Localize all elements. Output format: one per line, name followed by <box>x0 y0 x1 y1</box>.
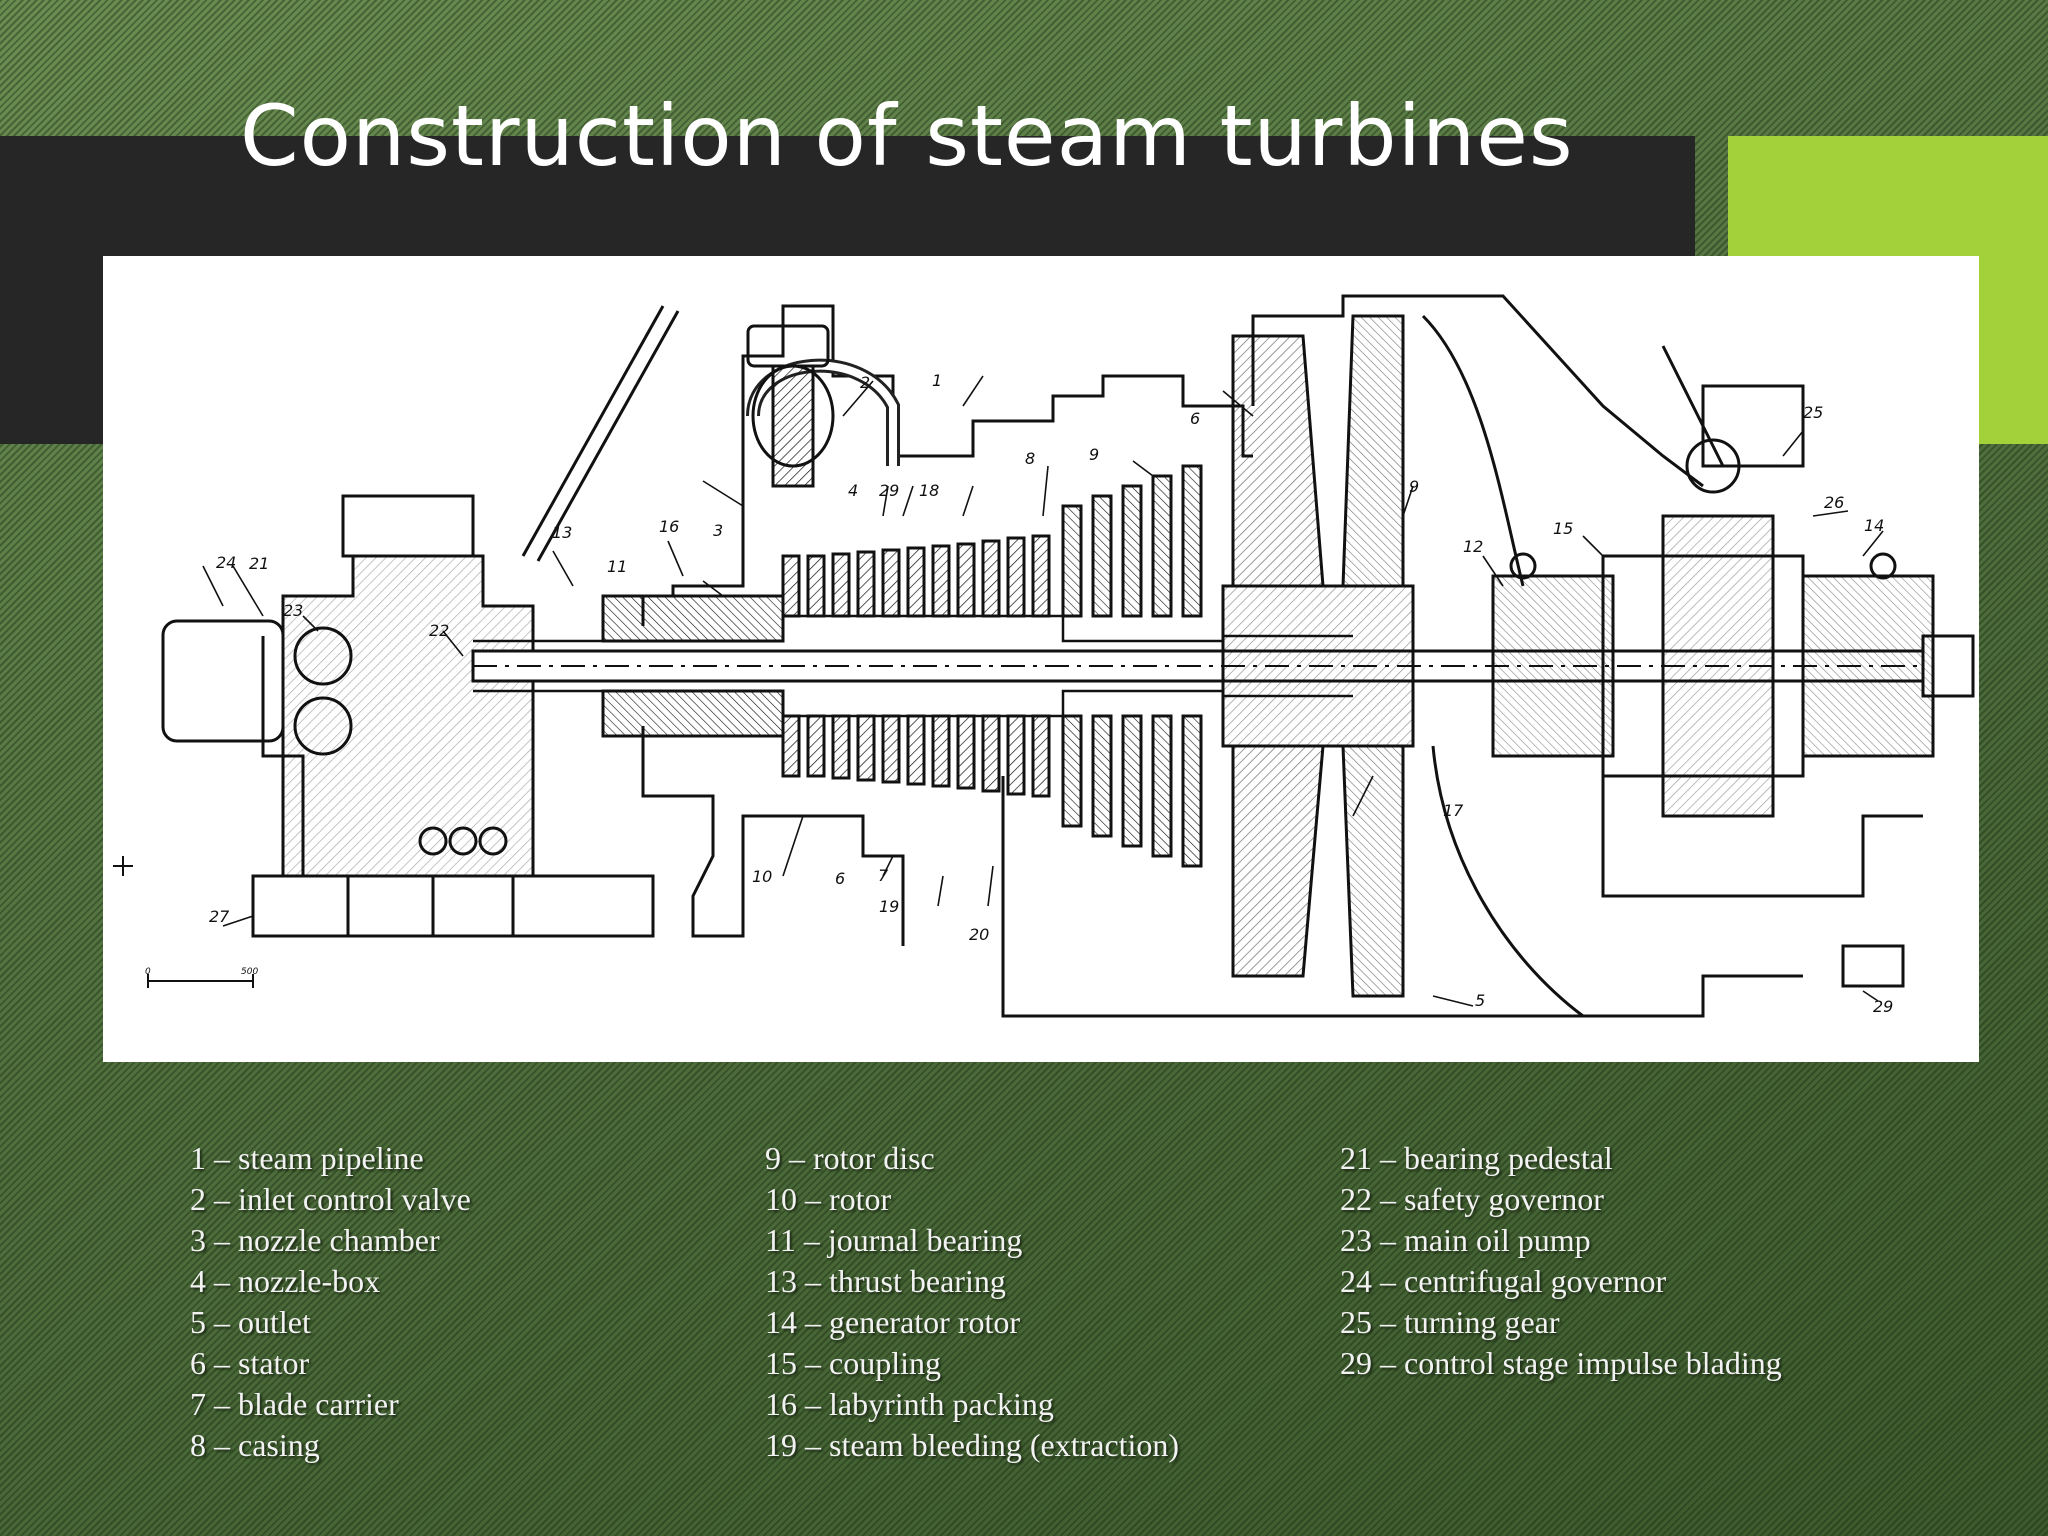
legend-item: 3 – nozzle chamber <box>190 1222 440 1258</box>
part-number-labels: 1 2 3 4 5 6 6 7 8 9 9 10 11 12 13 14 15 … <box>145 371 1893 1016</box>
part-label: 1 <box>932 371 942 390</box>
legend-item: 8 – casing <box>190 1427 320 1463</box>
legend-item: 19 – steam bleeding (extraction) <box>765 1427 1180 1463</box>
legend-item: 22 – safety governor <box>1340 1181 1604 1217</box>
part-label: 29 <box>879 481 899 500</box>
part-label: 18 <box>919 481 939 500</box>
part-label: 26 <box>1824 493 1844 512</box>
part-label: 19 <box>879 897 899 916</box>
scale-label-start: 0 <box>145 967 151 977</box>
part-label: 15 <box>1553 519 1573 538</box>
legend-item: 29 – control stage impulse blading <box>1340 1345 1782 1381</box>
legend-item: 16 – labyrinth packing <box>765 1386 1054 1422</box>
legend-item: 10 – rotor <box>765 1181 892 1217</box>
part-label: 13 <box>552 523 572 542</box>
legend-item: 2 – inlet control valve <box>190 1181 471 1217</box>
turbine-diagram: 1 2 3 4 5 6 6 7 8 9 9 10 11 12 13 14 15 … <box>103 256 1979 1062</box>
part-label: 14 <box>1864 516 1884 535</box>
part-label: 11 <box>607 557 627 576</box>
scale-label-end: 500 <box>241 967 258 977</box>
legend-item: 1 – steam pipeline <box>190 1140 424 1176</box>
part-label: 27 <box>209 907 230 926</box>
part-label: 23 <box>283 601 303 620</box>
part-label: 2 <box>860 373 870 392</box>
part-label: 3 <box>713 521 723 540</box>
part-label: 9 <box>1409 477 1419 496</box>
part-label: 4 <box>848 481 858 500</box>
part-label: 6 <box>1190 409 1200 428</box>
legend-item: 6 – stator <box>190 1345 310 1381</box>
part-label: 6 <box>835 869 845 888</box>
legend-item: 15 – coupling <box>765 1345 941 1381</box>
part-label: 25 <box>1803 403 1823 422</box>
part-label: 21 <box>249 554 269 573</box>
turbine-drawing <box>113 294 1975 1018</box>
part-label: 9 <box>1089 445 1099 464</box>
legend-item: 13 – thrust bearing <box>765 1263 1006 1299</box>
part-label: 29 <box>1873 997 1893 1016</box>
legend-item: 24 – centrifugal governor <box>1340 1263 1667 1299</box>
part-label: 10 <box>752 867 772 886</box>
legend-item: 14 – generator rotor <box>765 1304 1021 1340</box>
legend-column-1: 1 – steam pipeline 2 – inlet control val… <box>190 1138 471 1466</box>
legend-item: 9 – rotor disc <box>765 1140 935 1176</box>
part-label: 17 <box>1443 801 1464 820</box>
legend-item: 21 – bearing pedestal <box>1340 1140 1613 1176</box>
part-label: 12 <box>1463 537 1483 556</box>
legend-item: 7 – blade carrier <box>190 1386 399 1422</box>
legend-item: 25 – turning gear <box>1340 1304 1560 1340</box>
legend-column-2: 9 – rotor disc 10 – rotor 11 – journal b… <box>765 1138 1179 1466</box>
legend-item: 5 – outlet <box>190 1304 311 1340</box>
part-label: 22 <box>429 621 449 640</box>
legend-item: 11 – journal bearing <box>765 1222 1023 1258</box>
slide-title: Construction of steam turbines <box>240 87 1574 185</box>
part-label: 8 <box>1025 449 1035 468</box>
legend-item: 4 – nozzle-box <box>190 1263 381 1299</box>
part-label: 5 <box>1475 991 1485 1010</box>
part-label: 16 <box>659 517 679 536</box>
legend-item: 23 – main oil pump <box>1340 1222 1591 1258</box>
part-label: 20 <box>969 925 989 944</box>
legend-column-3: 21 – bearing pedestal 22 – safety govern… <box>1340 1138 1782 1384</box>
part-label: 7 <box>878 866 889 885</box>
part-label: 24 <box>216 553 236 572</box>
